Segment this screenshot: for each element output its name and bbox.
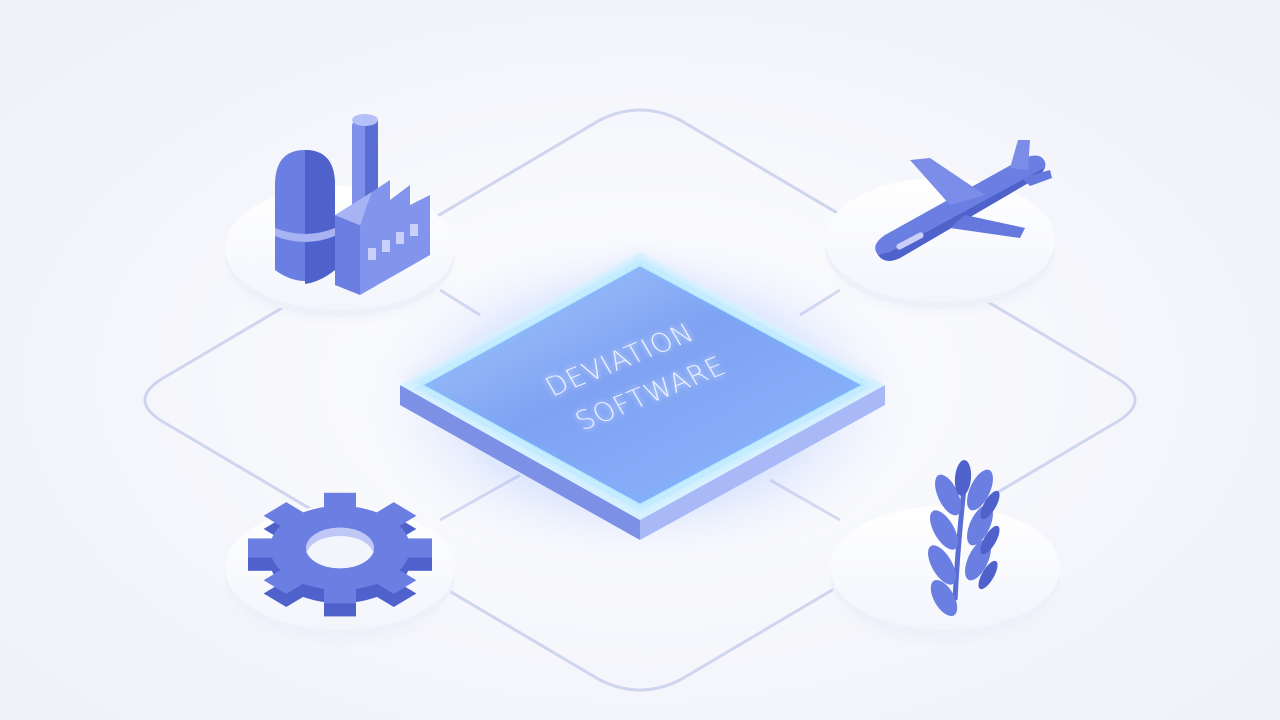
gear-icon xyxy=(248,492,432,617)
outer-connector-path xyxy=(143,108,1137,692)
wheat-icon xyxy=(928,460,1000,617)
factory-icon xyxy=(275,114,430,295)
core-chip xyxy=(400,250,885,540)
platform-airplane xyxy=(820,178,1060,320)
airplane-icon xyxy=(875,140,1052,261)
